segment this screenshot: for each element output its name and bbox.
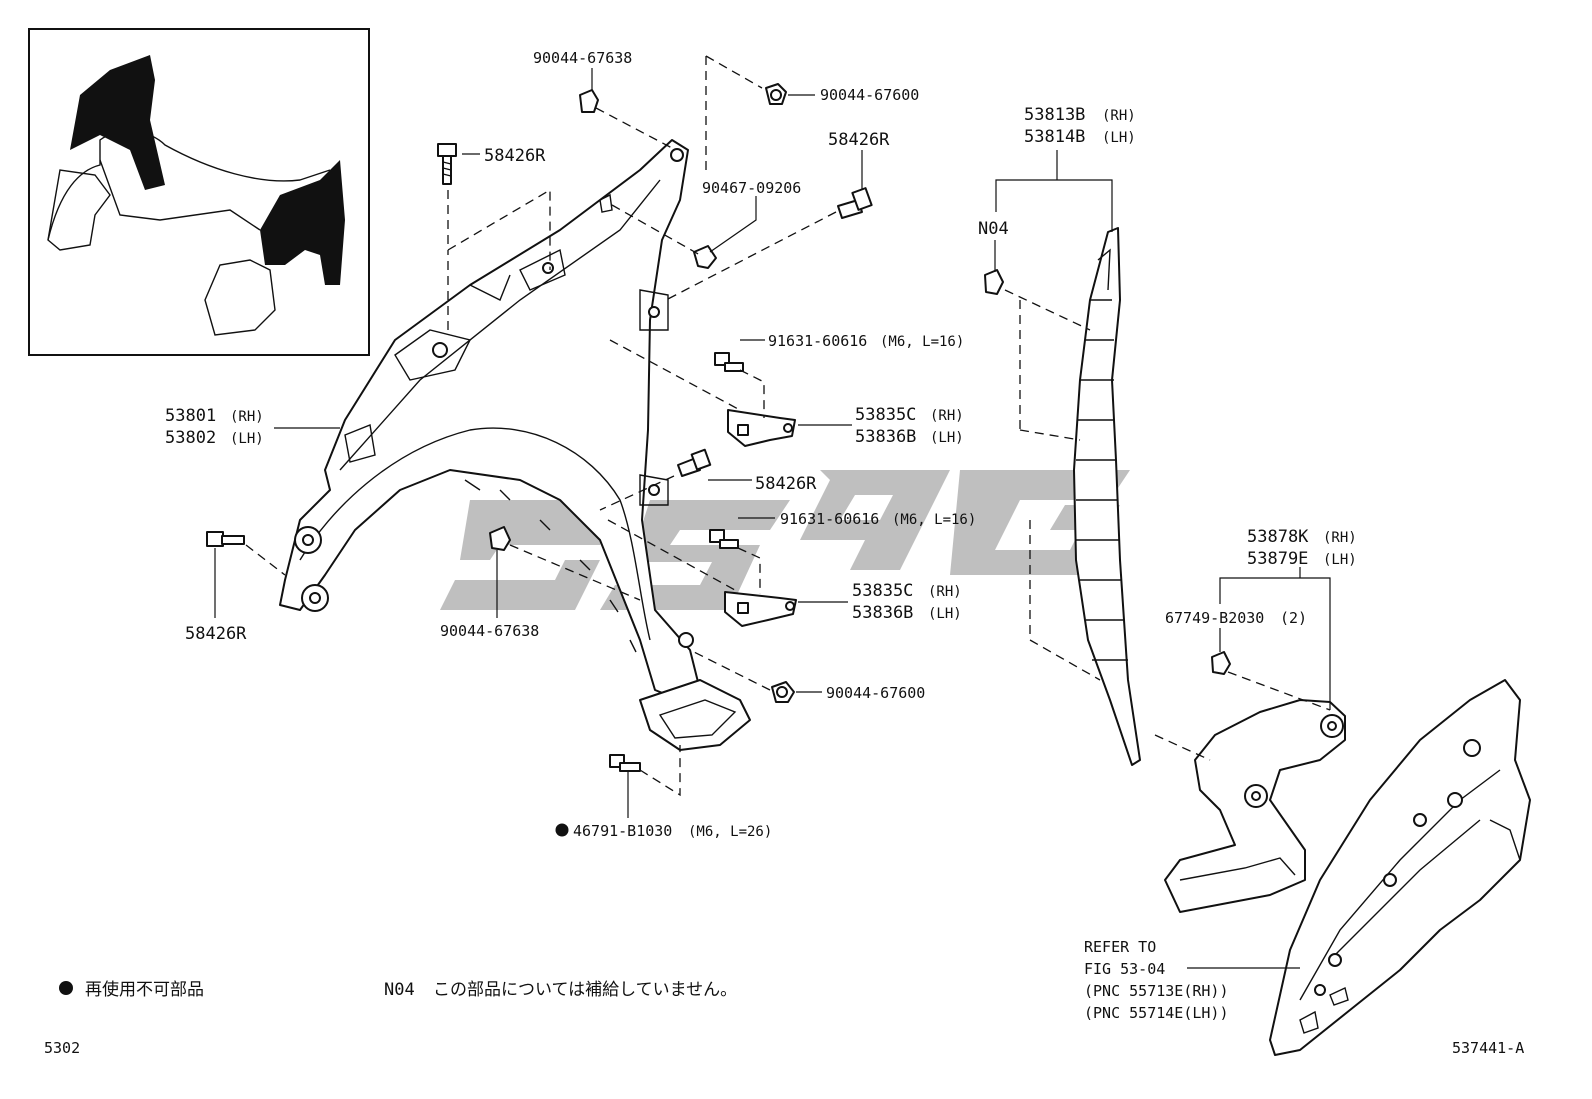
label-bolt-lower-spec: (M6, L=16) [892, 512, 976, 528]
clip-90044-67600-top [765, 83, 787, 105]
label-bracket-upper-rh-tag: (RH) [930, 408, 964, 424]
label-bolt-bottom-spec: (M6, L=26) [688, 824, 772, 840]
clip-90044-67638-top [579, 89, 599, 113]
apron-55713E [1269, 679, 1531, 1056]
label-clip-lower-right: 90044-67600 [826, 684, 925, 702]
label-refer-4: (PNC 55714E(LH)) [1084, 1004, 1229, 1022]
connection-lines [245, 55, 1331, 797]
legend-dot-icon [59, 981, 73, 995]
label-fender-lh: 53802 [165, 428, 216, 448]
label-bolt-upper-spec: (M6, L=16) [880, 334, 964, 350]
part-labels: 90044-67638 90044-67600 58426R 58426R 90… [165, 49, 1357, 1022]
seal-53813B [1073, 227, 1141, 766]
label-bolt-left: 58426R [185, 624, 247, 644]
label-clip-mid: 90467-09206 [702, 179, 801, 197]
label-clip-top: 90044-67638 [533, 49, 632, 67]
label-fender-rh-tag: (RH) [230, 409, 264, 425]
illustration-id: 537441-A [1452, 1039, 1524, 1057]
label-bolt-lower: 91631-60616 [780, 510, 879, 528]
label-bolt-top-right: 58426R [828, 130, 890, 150]
label-bolt-upper: 91631-60616 [768, 332, 867, 350]
label-liner-rh: 53878K [1247, 527, 1309, 547]
label-bracket-lower-rh-tag: (RH) [928, 584, 962, 600]
front-fender-53801 [279, 139, 751, 751]
clip-N04 [984, 269, 1004, 295]
bolt-46791-B1030 [609, 754, 641, 772]
label-refer-2: FIG 53-04 [1084, 960, 1165, 978]
bracket-53835C-lower [724, 591, 797, 627]
label-bolt-top-left: 58426R [484, 146, 546, 166]
clip-67749-B2030 [1211, 651, 1231, 675]
label-bracket-upper-lh: 53836B [855, 427, 916, 447]
bolt-58426R-mid [677, 448, 712, 477]
label-clip-liner: 67749-B2030 [1165, 609, 1264, 627]
label-bracket-upper-rh: 53835C [855, 405, 916, 425]
leader-lines [214, 68, 1331, 969]
bolt-58426R-right [837, 187, 873, 219]
label-fender-rh: 53801 [165, 406, 216, 426]
bolt-91631-60616-upper [714, 352, 744, 372]
bracket-53835C-upper [727, 409, 796, 447]
label-liner-rh-tag: (RH) [1323, 530, 1357, 546]
vehicle-inset [28, 28, 370, 356]
label-bracket-lower-rh: 53835C [852, 581, 913, 601]
label-refer-1: REFER TO [1084, 938, 1156, 956]
clip-90044-67638-lower [489, 526, 511, 551]
label-clip-liner-qty: (2) [1280, 609, 1307, 627]
page-code: 5302 [44, 1039, 80, 1057]
label-refer-3: (PNC 55713E(RH)) [1084, 982, 1229, 1000]
legend-n04-code: N04 [384, 980, 415, 1000]
non-reusable-dot-icon [555, 823, 569, 837]
clip-90044-67600-lower [771, 681, 795, 703]
label-bracket-upper-lh-tag: (LH) [930, 430, 964, 446]
label-clip-top-right: 90044-67600 [820, 86, 919, 104]
label-n04: N04 [978, 219, 1009, 239]
bolt-58426R-top [437, 143, 457, 185]
label-bracket-lower-lh-tag: (LH) [928, 606, 962, 622]
liner-53878K [1164, 699, 1346, 913]
label-bolt-mid: 58426R [755, 474, 817, 494]
legend: 再使用不可部品 N04 この部品については補給していません。 [59, 979, 737, 1000]
legend-n04-text: この部品については補給していません。 [433, 980, 737, 1000]
label-clip-lower: 90044-67638 [440, 622, 539, 640]
label-seal-lh-tag: (LH) [1102, 130, 1136, 146]
clip-90467-09206 [693, 245, 717, 269]
label-liner-lh-tag: (LH) [1323, 552, 1357, 568]
label-seal-rh: 53813B [1024, 105, 1085, 125]
label-seal-lh: 53814B [1024, 127, 1085, 147]
label-fender-lh-tag: (LH) [230, 431, 264, 447]
legend-non-reusable: 再使用不可部品 [85, 979, 204, 1000]
label-bracket-lower-lh: 53836B [852, 603, 913, 623]
bolt-91631-60616-lower [709, 529, 739, 549]
label-liner-lh: 53879E [1247, 549, 1308, 569]
label-seal-rh-tag: (RH) [1102, 108, 1136, 124]
bolt-58426R-left [206, 531, 245, 547]
label-bolt-bottom: 46791-B1030 [573, 822, 672, 840]
